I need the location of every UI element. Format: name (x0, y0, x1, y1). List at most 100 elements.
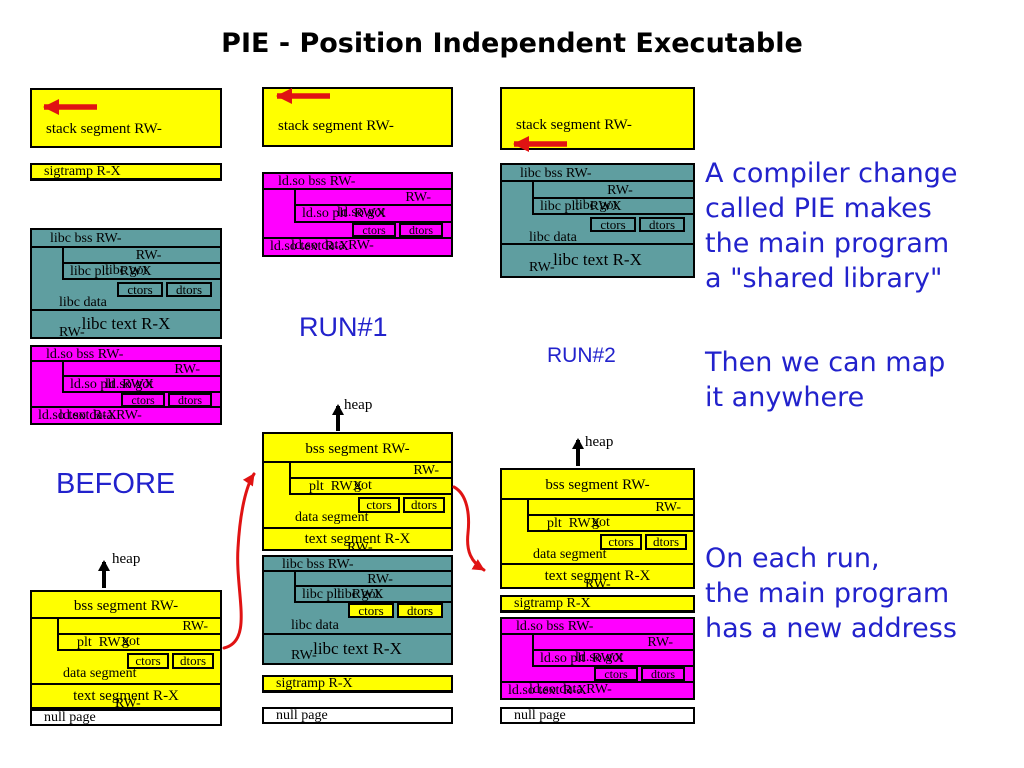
stack-segment-label: stack segment RW- (46, 121, 162, 137)
annotation-line: On each run, (705, 543, 880, 574)
annotation-line: the main program (705, 228, 950, 259)
ldso-got-perm: RW- (405, 190, 431, 205)
main-got-row: got RW- (529, 500, 693, 530)
dtors-box: dtors (639, 217, 685, 232)
sigtramp-label: sigtramp R-X (32, 165, 220, 180)
slide-title: PIE - Position Independent Executable (221, 28, 803, 59)
libc-inner-rows: libc got RW- libc plt RWX (32, 248, 220, 280)
sigtramp-label: sigtramp R-X (502, 597, 693, 612)
before-libc-block: libc bss RW- libc got RW- libc plt RWX l… (30, 228, 222, 340)
before-stack-box: stack segment RW- (30, 88, 222, 148)
before-main-block: bss segment RW- got RW- plt RWX data seg… (30, 590, 222, 711)
sigtramp-label: sigtramp R-X (264, 677, 451, 692)
main-bss-row: bss segment RW- (32, 592, 220, 619)
ldso-data-row: ld.so data RW- ctors dtors (264, 223, 451, 253)
before-ldso-block: ld.so bss RW- ld.so got RW- ld.so plt RW… (30, 345, 222, 425)
run1-ldso-block: ld.so bss RW- ld.so got RW- ld.so plt RW… (262, 172, 453, 257)
run2-ldso-block: ld.so bss RW- ld.so got RW- ld.so plt RW… (500, 617, 695, 700)
ldso-data-label: ld.so data RW- (529, 682, 612, 697)
label-run2: RUN#2 (547, 344, 616, 367)
annotation-map-anywhere: Then we can map it anywhere (705, 345, 945, 415)
annotation-new-address: On each run, the main program has a new … (705, 541, 957, 646)
main-inner-rows: got RW- plt RWX (502, 500, 693, 532)
annotation-line: a "shared library" (705, 263, 943, 294)
before-sigtramp-bar: sigtramp R-X (30, 163, 222, 181)
libc-got-row: libc got RW- (296, 572, 451, 602)
libc-data-row: libc data RW- ctors dtors (264, 603, 451, 663)
libc-got-perm: RW- (135, 248, 162, 263)
main-got-perm: RW- (182, 619, 208, 634)
libc-got-label: libc got (575, 198, 618, 213)
main-got-perm: RW- (413, 463, 439, 478)
main-plt-row: plt RWX (59, 635, 220, 651)
libc-got-perm: RW- (367, 572, 393, 587)
annotation-line: has a new address (705, 613, 957, 644)
main-inner-rows: got RW- plt RWX (32, 619, 220, 651)
libc-data-label: libc data (291, 618, 339, 633)
ldso-got-label: ld.so got (337, 205, 386, 220)
ctors-dtors-group: ctors dtors (594, 667, 685, 681)
libc-bss-row: libc bss RW- (502, 165, 693, 182)
dtors-box: dtors (172, 653, 214, 669)
libc-inner-rows: libc got RW- libc plt RWX (502, 182, 693, 215)
run2-libc-block: libc bss RW- libc got RW- libc plt RWX l… (500, 163, 695, 278)
libc-data-label: libc data (59, 295, 107, 310)
main-plt-row: plt RWX (529, 516, 693, 532)
heap-label-before: heap (112, 551, 141, 567)
ctors-dtors-group: ctors dtors (600, 534, 687, 550)
ldso-plt-row: ld.so plt RWX (534, 651, 693, 667)
ctors-dtors-group: ctors dtors (121, 393, 212, 407)
main-got-label: got (592, 515, 610, 530)
ctors-box: ctors (117, 282, 163, 297)
libc-bss-row: libc bss RW- (32, 230, 220, 248)
libc-got-label: libc got (105, 263, 148, 278)
main-text-row: text segment R-X (502, 563, 693, 587)
ldso-got-label: ld.so got (575, 650, 624, 665)
ctors-dtors-group: ctors dtors (358, 497, 445, 513)
main-data-perm: RW- (585, 577, 611, 592)
ldso-bss-row: ld.so bss RW- (264, 174, 451, 190)
ldso-inner-rows: ld.so got RW- ld.so plt RWX (264, 190, 451, 223)
ldso-data-label: ld.so data RW- (59, 408, 142, 423)
libc-data-row: libc data RW- ctors dtors (32, 280, 220, 340)
main-plt-row: plt RWX (291, 479, 451, 495)
dtors-box: dtors (397, 603, 443, 618)
libc-text-row: libc text R-X (502, 243, 693, 276)
run1-sigtramp-bar: sigtramp R-X (262, 675, 453, 693)
ldso-text-row: ld.so text R-X (270, 239, 349, 254)
libc-data-label: libc data (529, 230, 577, 245)
libc-data-perm: RW- (59, 325, 85, 340)
dtors-box: dtors (166, 282, 212, 297)
dtors-box: dtors (645, 534, 687, 550)
annotation-line: A compiler change (705, 158, 958, 189)
ldso-inner-rows: ld.so got RW- ld.so plt RWX (32, 362, 220, 393)
libc-data-perm: RW- (529, 260, 555, 275)
main-data-label: data segment (63, 666, 137, 681)
stack-segment-label: stack segment RW- (278, 118, 394, 134)
ldso-plt-row: ld.so plt RWX (64, 377, 220, 393)
ldso-got-row: ld.so got RW- (64, 362, 220, 392)
libc-plt-row: libc plt RWX (534, 199, 693, 215)
annotation-compiler-change: A compiler change called PIE makes the m… (705, 156, 958, 296)
libc-inner-rows: libc got RW- libc plt RWX (264, 572, 451, 603)
ldso-got-perm: RW- (647, 635, 673, 650)
ldso-bss-row: ld.so bss RW- (32, 347, 220, 362)
null-page-label: null page (502, 709, 693, 724)
run1-stack-box: stack segment RW- (262, 87, 453, 147)
annotation-line: Then we can map (705, 347, 946, 378)
dtors-box: dtors (403, 497, 445, 513)
libc-data-perm: RW- (291, 648, 317, 663)
annotation-line: the main program (705, 578, 950, 609)
main-data-row: data segment RW- ctors dtors (32, 651, 220, 711)
relocation-arrow-before-to-run1 (222, 472, 256, 650)
ldso-plt-row: ld.so plt RWX (296, 206, 451, 223)
ldso-text-row: ld.so text R-X (508, 683, 587, 698)
libc-text-row: libc text R-X (32, 309, 220, 337)
run2-main-block: bss segment RW- got RW- plt RWX data seg… (500, 468, 695, 592)
libc-got-perm: RW- (607, 183, 633, 198)
label-before: BEFORE (56, 468, 176, 500)
libc-text-row: libc text R-X (264, 633, 451, 663)
ctors-box: ctors (121, 393, 165, 407)
ctors-box: ctors (594, 667, 638, 681)
